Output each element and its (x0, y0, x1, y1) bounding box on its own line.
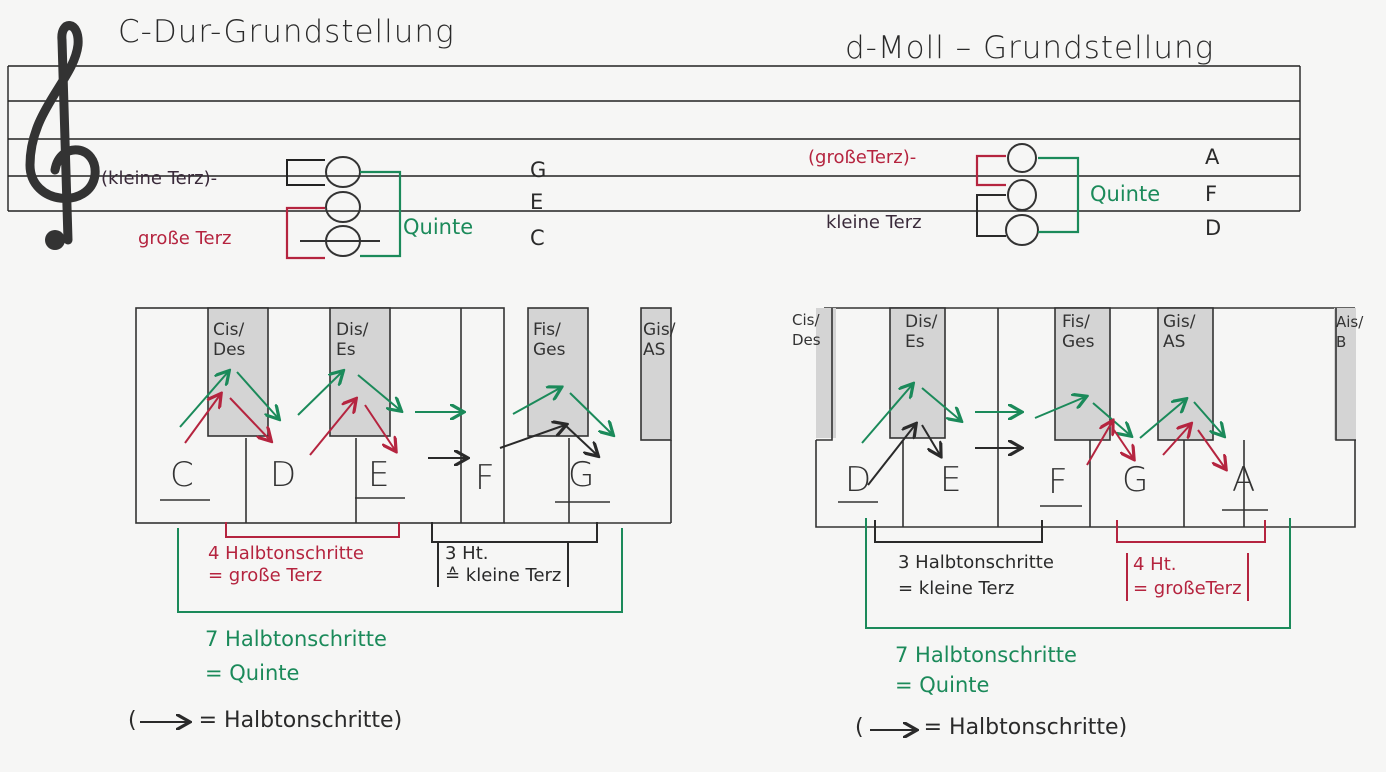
major-third-span-left (225, 522, 400, 538)
black-key-cis: Cis/ Des (213, 320, 246, 360)
white-key-f-right: F (1048, 462, 1068, 502)
white-key-e: E (368, 455, 390, 495)
black-key-fis: Fis/ Ges (533, 320, 566, 360)
key-underlines-right (838, 501, 1268, 511)
d-minor-keyboard (815, 307, 1356, 528)
white-key-a-right: A (1232, 460, 1256, 500)
fifth-bracket (360, 170, 402, 258)
minor-third-span-left (431, 522, 598, 543)
fifth-span-right (865, 518, 1291, 629)
black-key-gis: Gis/ AS (643, 320, 676, 360)
treble-clef-icon (25, 21, 100, 250)
major-third-note-line2: = große Terz (208, 565, 323, 586)
minor-third-note-line2: ≙ kleine Terz (445, 565, 562, 586)
minor-third-note-right-line2: = kleine Terz (898, 578, 1015, 599)
minor-third-bracket (286, 159, 325, 186)
major-third-label: große Terz (138, 228, 232, 249)
fifth-note-right-line1: 7 Halbtonschritte (895, 643, 1077, 667)
legend-open-paren: ( (128, 708, 137, 733)
minor-third-span-right (874, 520, 1043, 543)
major-third-label-right: (großeTerz)- (808, 147, 917, 168)
black-key-dis: Dis/ Es (336, 320, 369, 360)
staff (7, 65, 1301, 212)
minor-third-note-right-line1: 3 Halbtonschritte (898, 552, 1054, 573)
semitone-arrows-left (179, 372, 612, 458)
fifth-span-left (177, 528, 623, 613)
d-minor-title: d-Moll – Grundstellung (845, 30, 1215, 66)
legend-text: = Halbtonschritte) (198, 708, 403, 733)
chord-note-c: C (530, 226, 545, 250)
chord-note-d: D (1205, 216, 1222, 240)
fifth-label: Quinte (403, 215, 474, 239)
white-key-c: C (170, 455, 194, 495)
chord-note-e: E (530, 190, 544, 214)
semitone-arrows-right (861, 385, 1225, 486)
chord-note-g: G (530, 158, 547, 182)
black-key-gis-right: Gis/ AS (1163, 312, 1196, 352)
fifth-label-right: Quinte (1090, 182, 1161, 206)
chord-note-f: F (1205, 182, 1218, 206)
white-key-g: G (568, 455, 595, 495)
minor-third-note-right: 3 Halbtonschritte = kleine Terz (898, 550, 1054, 602)
c-major-title: C-Dur-Grundstellung (118, 14, 455, 50)
major-third-span-right (1116, 520, 1266, 543)
d-minor-chord (1005, 143, 1039, 246)
minor-third-label-right: kleine Terz (826, 212, 922, 233)
chord-note-a: A (1205, 145, 1220, 169)
white-key-e-right: E (940, 460, 962, 500)
black-key-dis-right: Dis/ Es (905, 312, 938, 352)
major-third-note: 4 Halbtonschritte = große Terz (208, 543, 364, 587)
minor-third-note: 3 Ht. ≙ kleine Terz (437, 543, 570, 587)
black-key-ais-right: Ais/ B (1336, 313, 1364, 351)
legend-right: ( = Halbtonschritte) (855, 715, 1127, 740)
major-third-note-line1: 4 Halbtonschritte (208, 543, 364, 564)
minor-third-label: (kleine Terz)- (101, 168, 218, 189)
black-key-fis-right: Fis/ Ges (1062, 312, 1095, 352)
major-third-note-right: 4 Ht. = großeTerz (1126, 553, 1249, 601)
white-key-d-right: D (845, 460, 872, 500)
major-third-bracket-right (975, 154, 1006, 187)
key-underlines-left (160, 497, 610, 503)
legend-text-right: = Halbtonschritte) (923, 715, 1128, 740)
white-key-g-right: G (1122, 460, 1149, 500)
fifth-note-right-line2: = Quinte (895, 673, 990, 697)
fifth-note: 7 Halbtonschritte = Quinte (205, 622, 387, 690)
legend-open-paren-right: ( (855, 715, 864, 740)
black-key-cis-right: Cis/ Des (792, 311, 821, 349)
fifth-note-line1: 7 Halbtonschritte (205, 627, 387, 651)
major-third-bracket (285, 206, 325, 260)
white-key-d: D (270, 455, 297, 495)
fifth-bracket-right (1038, 156, 1080, 234)
legend: ( = Halbtonschritte) (128, 708, 402, 733)
fifth-note-right: 7 Halbtonschritte = Quinte (895, 640, 1077, 700)
major-third-note-right-line2: = großeTerz (1133, 578, 1242, 599)
minor-third-bracket-right (976, 194, 1006, 237)
white-key-f: F (475, 458, 495, 498)
minor-third-note-line1: 3 Ht. (445, 543, 489, 564)
major-third-note-right-line1: 4 Ht. (1133, 554, 1177, 575)
fifth-note-line2: = Quinte (205, 661, 300, 685)
